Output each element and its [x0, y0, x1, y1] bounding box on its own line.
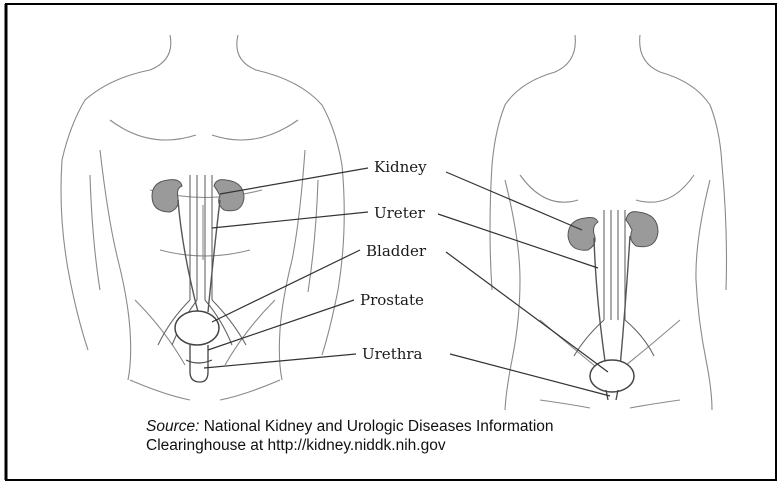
female-figure	[490, 35, 727, 410]
source-line-1: National Kidney and Urologic Diseases In…	[204, 418, 554, 435]
female-left-kidney	[568, 218, 598, 251]
male-right-kidney	[214, 180, 244, 211]
label-kidney: Kidney	[374, 158, 427, 176]
source-prefix: Source:	[146, 418, 199, 435]
label-prostate: Prostate	[360, 291, 424, 309]
label-urethra: Urethra	[362, 345, 423, 363]
male-left-kidney	[152, 180, 182, 212]
label-bladder: Bladder	[366, 242, 427, 260]
male-organs	[152, 175, 246, 382]
label-ureter: Ureter	[374, 204, 426, 222]
female-bladder	[590, 360, 634, 392]
female-organs	[568, 210, 658, 400]
female-right-kidney	[626, 212, 658, 247]
male-bladder	[175, 311, 219, 345]
source-line-2: Clearinghouse at http://kidney.niddk.nih…	[146, 437, 446, 454]
male-figure	[61, 35, 344, 400]
source-citation: Source: National Kidney and Urologic Dis…	[146, 417, 706, 455]
